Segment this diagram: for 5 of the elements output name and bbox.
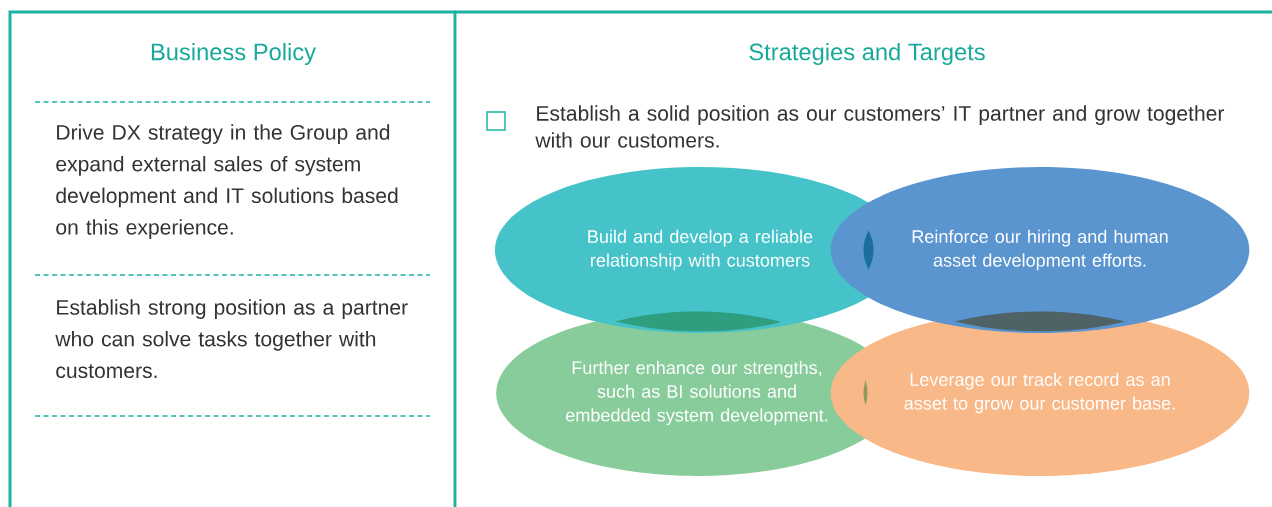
panel-heading: Business Policy — [151, 42, 316, 66]
policy-text: Drive DX strategy in the Group and expand external sales of system development and IT solutions based on this experience. — [56, 124, 398, 239]
policy-text: Establish strong position as a partner who can solve tasks together with customers. — [55, 299, 408, 379]
panel-heading: Strategies and Targets — [749, 42, 985, 66]
target-text: Establish a solid position as our customers’ IT partner and grow together with our customers. — [535, 105, 1225, 148]
